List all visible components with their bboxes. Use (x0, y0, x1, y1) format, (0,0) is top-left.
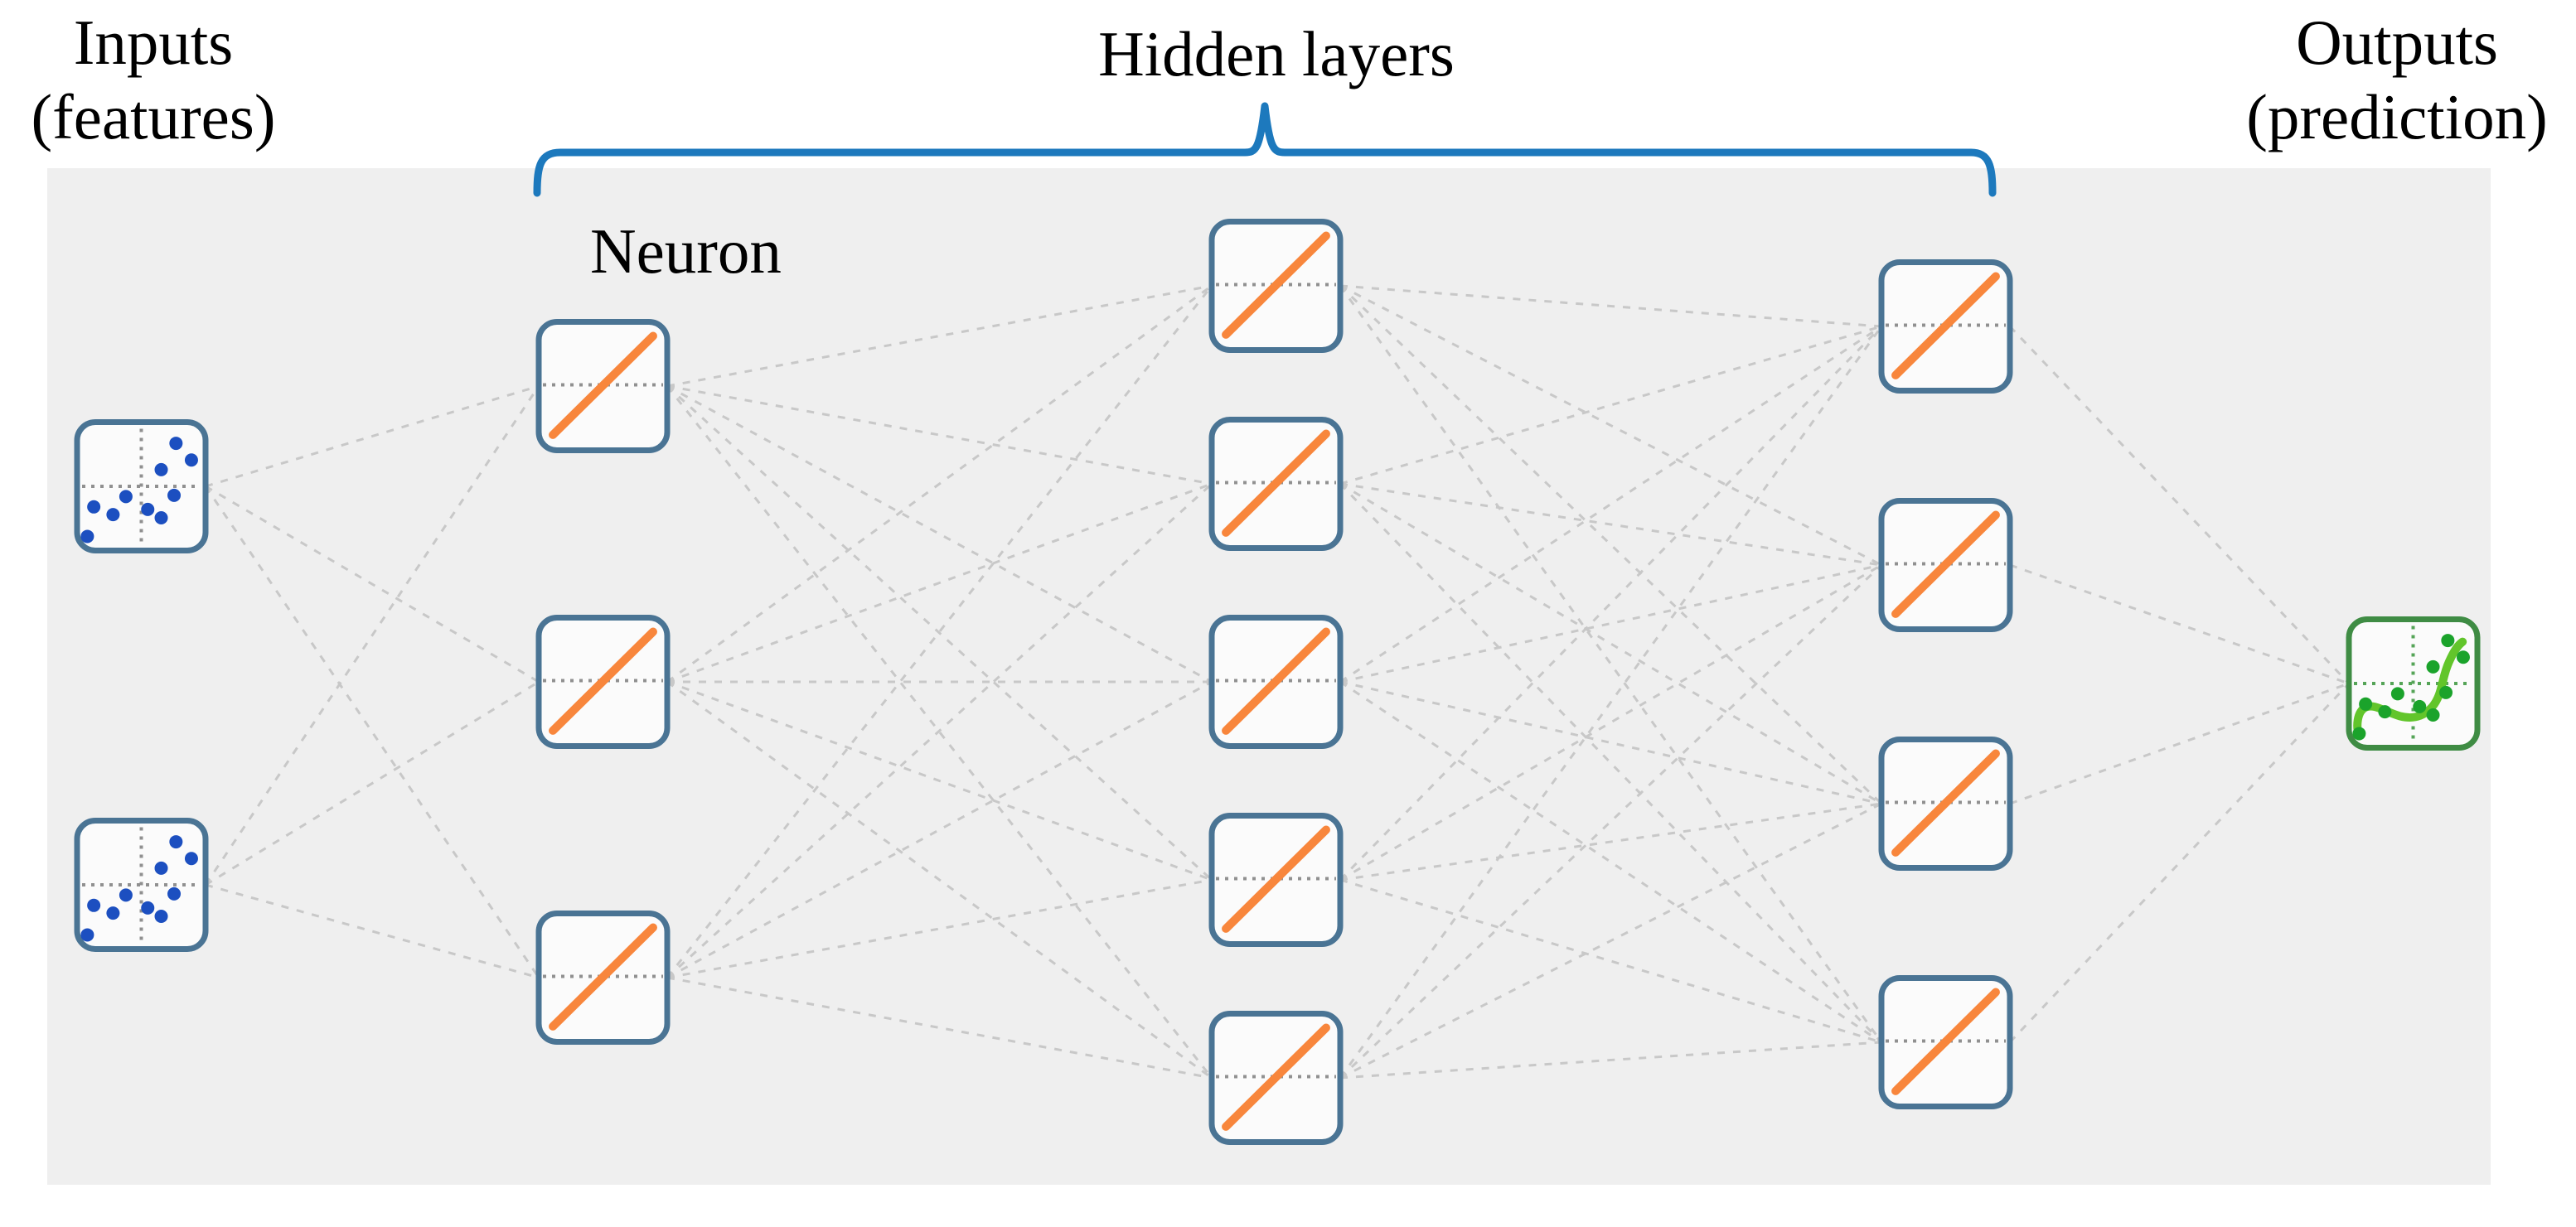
input-node-2-dot-3 (154, 861, 168, 875)
edge-hidden2-2-to-hidden3-4 (1339, 482, 1883, 1044)
output-node-1-dot-5 (2439, 685, 2453, 699)
edge-hidden2-3-to-hidden3-4 (1339, 680, 1882, 1044)
output-node-1-dot-7 (2413, 699, 2427, 713)
hidden-layers-label: Hidden layers (1098, 18, 1455, 89)
hidden1-node-2-activation-line (549, 627, 657, 735)
edge-hidden2-1-to-hidden3-4 (1339, 285, 1883, 1043)
edge-hidden1-1-to-hidden2-1 (666, 284, 1213, 388)
edge-hidden2-4-to-hidden3-1 (1339, 325, 1883, 882)
hidden-layers-brace (533, 102, 1997, 197)
input-node-2-dot-6 (87, 898, 101, 912)
inputs-label: Inputs (features) (31, 5, 276, 154)
output-node-1-dot-8 (2378, 705, 2392, 719)
input-node-1-dot-5 (167, 488, 182, 502)
hidden1-node-1-activation-line (549, 331, 657, 439)
input-node-1-dot-3 (154, 462, 168, 476)
inputs-label-line1: Inputs (73, 7, 234, 78)
edge-hidden1-2-to-hidden2-5 (666, 680, 1213, 1080)
outputs-label-line1: Outputs (2296, 7, 2498, 78)
output-node-1-dot-3 (2426, 659, 2440, 674)
edge-hidden1-1-to-hidden2-4 (666, 384, 1213, 882)
edge-hidden1-1-to-hidden2-2 (666, 384, 1213, 485)
input-node-2-dot-1 (169, 835, 183, 849)
input-node-2-dot-5 (167, 886, 182, 901)
hidden3-node-4-activation-line (1891, 988, 2000, 1095)
output-node-1-dot-2 (2456, 650, 2470, 664)
edge-input-2-to-hidden1-1 (204, 385, 540, 886)
edge-input-1-to-hidden1-3 (204, 485, 540, 978)
edge-hidden2-2-to-hidden3-2 (1339, 482, 1882, 567)
edge-hidden3-3-to-output-1 (2009, 682, 2350, 805)
edge-hidden3-2-to-output-1 (2009, 563, 2350, 685)
edge-hidden2-4-to-hidden3-3 (1339, 802, 1882, 882)
output-node-1-dot-4 (2390, 687, 2404, 701)
edge-hidden2-2-to-hidden3-3 (1339, 482, 1882, 805)
hidden2-node-3-activation-line (1222, 627, 1330, 735)
edge-hidden2-5-to-hidden3-4 (1339, 1041, 1882, 1080)
hidden3-node-1-activation-line (1891, 272, 2000, 379)
edge-hidden1-2-to-hidden2-2 (666, 482, 1213, 684)
input-node-2-dot-4 (119, 888, 133, 902)
hidden2-node-4-activation-line (1222, 825, 1330, 933)
hidden2-node-1-activation-line (1222, 231, 1330, 339)
edge-hidden2-5-to-hidden3-1 (1339, 326, 1883, 1079)
edge-hidden2-3-to-hidden3-1 (1339, 325, 1882, 684)
edge-hidden3-1-to-output-1 (2008, 325, 2351, 685)
output-node-1-dot-6 (2359, 697, 2373, 711)
output-node-1-dot-10 (2352, 727, 2366, 741)
edge-hidden2-1-to-hidden3-2 (1339, 284, 1882, 567)
edge-hidden1-2-to-hidden2-4 (666, 680, 1213, 882)
edge-input-1-to-hidden1-2 (205, 485, 540, 684)
output-node-1-dot-1 (2441, 634, 2455, 648)
edge-hidden1-3-to-hidden2-1 (666, 285, 1213, 978)
input-node-1-dot-10 (80, 529, 94, 543)
input-node-2-dot-10 (80, 928, 94, 942)
edge-hidden1-3-to-hidden2-2 (666, 482, 1213, 979)
input-node-2-dot-8 (106, 906, 120, 920)
input-node-1-dot-2 (184, 453, 198, 467)
input-node-1-dot-1 (169, 437, 183, 451)
edge-hidden1-2-to-hidden2-1 (666, 284, 1213, 684)
input-node-1-dot-9 (154, 510, 168, 524)
output-node-1-dot-9 (2426, 708, 2440, 722)
edge-input-1-to-hidden1-1 (205, 384, 540, 488)
edge-hidden1-3-to-hidden2-5 (666, 976, 1213, 1080)
input-node-1-dot-6 (87, 500, 101, 514)
neuron-label: Neuron (590, 215, 782, 287)
edge-hidden2-5-to-hidden3-2 (1339, 563, 1883, 1080)
hidden3-node-3-activation-line (1891, 749, 2000, 857)
edge-hidden3-4-to-output-1 (2008, 682, 2351, 1044)
edge-hidden2-4-to-hidden3-2 (1339, 563, 1882, 882)
edge-hidden2-1-to-hidden3-1 (1339, 284, 1882, 328)
input-node-1-dot-8 (106, 508, 120, 522)
edge-hidden2-3-to-hidden3-3 (1339, 680, 1882, 805)
inputs-label-line2: (features) (31, 81, 276, 153)
edge-hidden2-5-to-hidden3-3 (1339, 802, 1882, 1080)
hidden3-node-2-activation-line (1891, 510, 2000, 618)
hidden2-node-2-activation-line (1222, 429, 1330, 537)
hidden1-node-3-activation-line (549, 923, 657, 1031)
edge-input-2-to-hidden1-2 (205, 680, 540, 886)
outputs-label-line2: (prediction) (2246, 81, 2548, 153)
input-node-2-dot-7 (141, 901, 155, 915)
edge-hidden1-1-to-hidden2-5 (666, 385, 1213, 1079)
input-node-2-dot-2 (184, 852, 198, 866)
edge-hidden1-3-to-hidden2-4 (666, 878, 1213, 979)
input-node-2-dot-9 (154, 909, 168, 923)
outputs-label: Outputs (prediction) (2246, 5, 2547, 154)
input-node-1-dot-4 (119, 490, 133, 504)
hidden2-node-5-activation-line (1222, 1023, 1330, 1131)
input-node-1-dot-7 (141, 502, 155, 516)
edge-hidden2-3-to-hidden3-2 (1339, 563, 1882, 684)
edge-input-2-to-hidden1-3 (205, 883, 540, 979)
